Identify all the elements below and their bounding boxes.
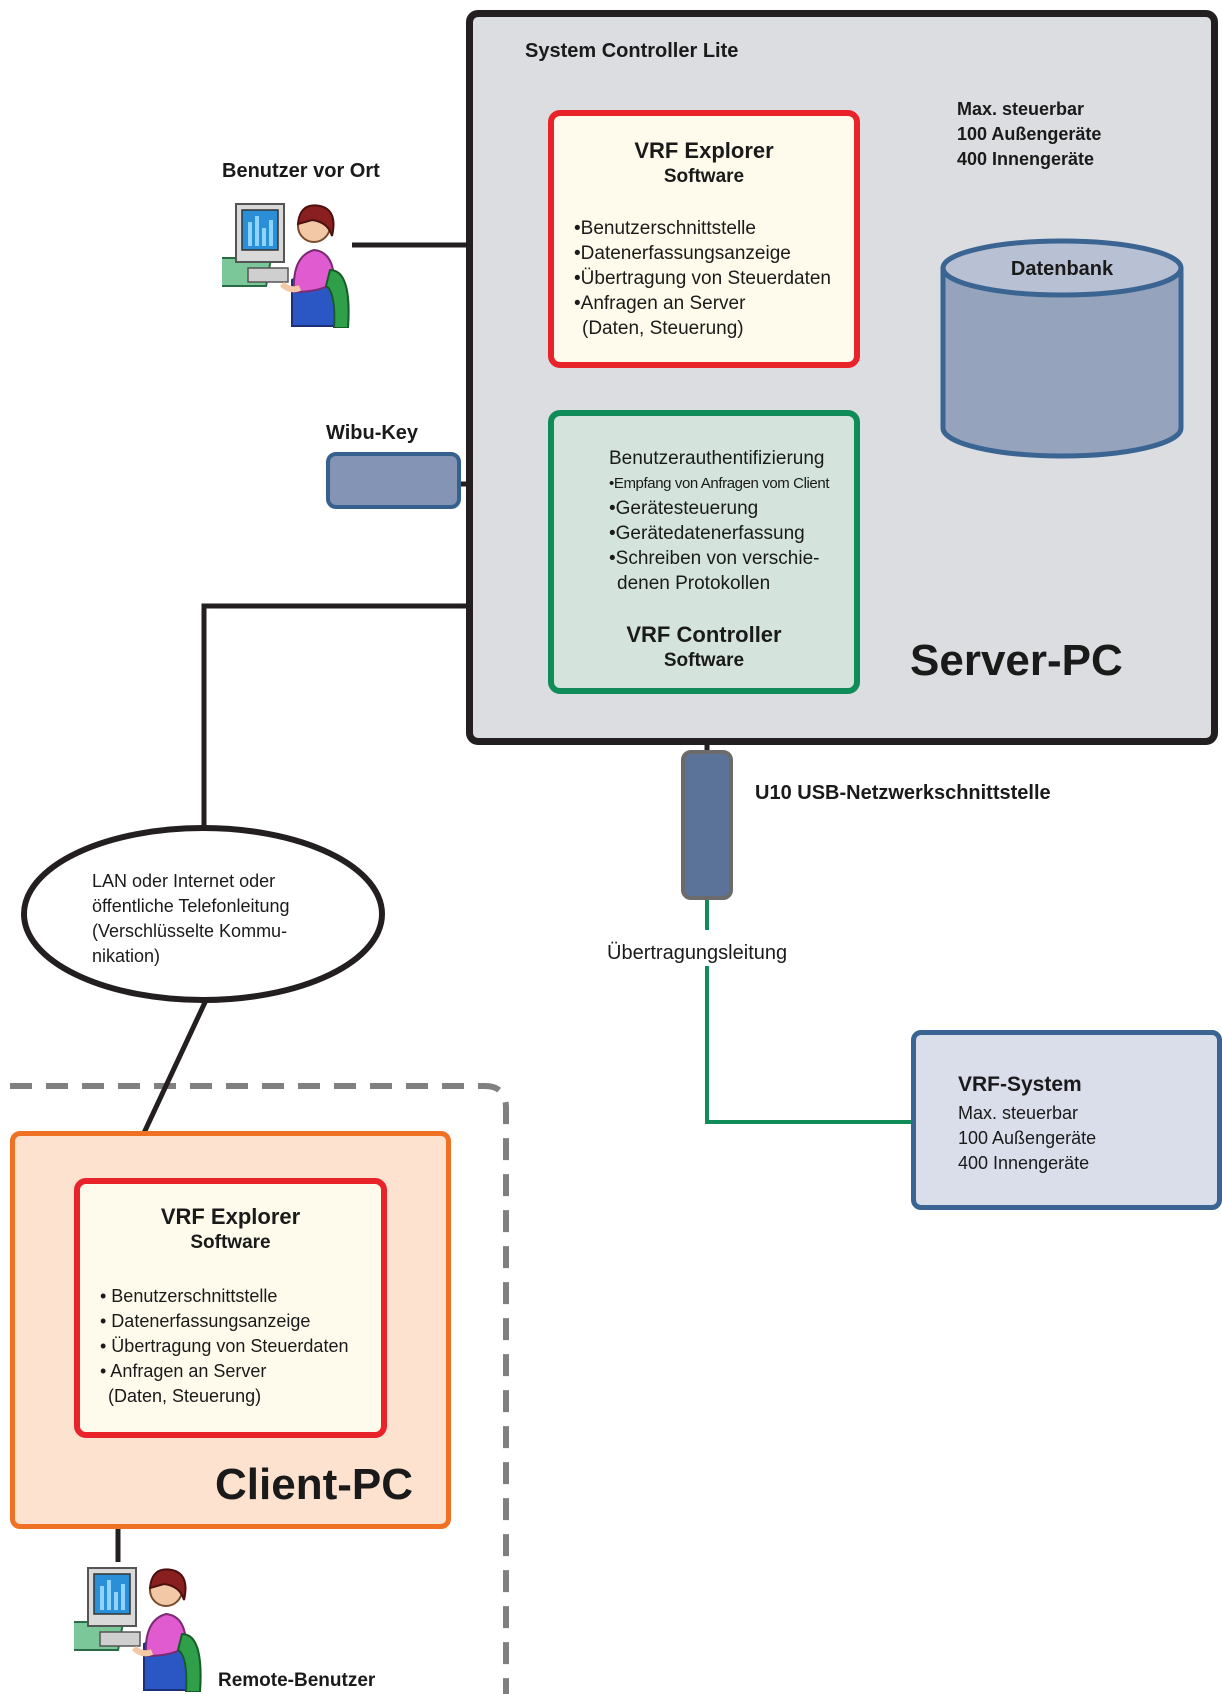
usb-label: U10 USB-Netzwerkschnittstelle <box>755 782 1051 804</box>
vrf-controller-box: Benutzerauthentifizierung •Empfang von A… <box>548 410 860 694</box>
explorer-server-title: VRF Explorer <box>634 138 774 163</box>
list-item: •Anfragen an Server <box>574 293 746 314</box>
vrf-system-box: VRF-System Max. steuerbar 100 Außengerät… <box>911 1030 1222 1210</box>
transmission-label: Übertragungsleitung <box>607 942 788 964</box>
vrf-system-capacity: Max. steuerbar 100 Außengeräte 400 Innen… <box>958 1103 1097 1173</box>
list-item: •Benutzerschnittstelle <box>574 218 756 239</box>
wibu-key-label: Wibu-Key <box>326 422 419 444</box>
list-item: •Gerätedatenerfassung <box>609 523 805 544</box>
explorer-client-subtitle: Software <box>190 1232 271 1253</box>
list-item: •Übertragung von Steuerdaten <box>574 268 831 289</box>
list-item: •Empfang von Anfragen vom Client <box>609 475 830 492</box>
list-item: denen Protokollen <box>617 573 771 594</box>
remote-area-boundary <box>10 1083 509 1694</box>
usb-interface <box>681 750 733 900</box>
list-item: • Anfragen an Server <box>100 1361 267 1381</box>
system-controller-title: System Controller Lite <box>525 40 739 62</box>
transmission-line-lower <box>705 966 913 1124</box>
list-item: (Daten, Steuerung) <box>108 1386 262 1406</box>
list-item: •Gerätesteuerung <box>609 498 759 519</box>
controller-features: Benutzerauthentifizierung •Empfang von A… <box>609 446 829 596</box>
database-label: Datenbank <box>1010 258 1114 280</box>
network-text: LAN oder Internet oder öffentliche Telef… <box>92 871 290 966</box>
list-item: • Datenerfassungsanzeige <box>100 1311 311 1331</box>
list-item: •Schreiben von verschie- <box>609 548 820 569</box>
list-item: (Daten, Steuerung) <box>582 318 744 339</box>
list-item: • Übertragung von Steuerdaten <box>100 1336 349 1356</box>
database-cylinder <box>940 238 1184 459</box>
remote-user-label: Remote-Benutzer <box>218 1670 376 1691</box>
list-item: • Benutzerschnittstelle <box>100 1286 278 1306</box>
local-user-icon <box>222 196 354 328</box>
explorer-client-title: VRF Explorer <box>160 1204 301 1229</box>
wibu-key-dongle <box>326 452 461 509</box>
explorer-client-features: • Benutzerschnittstelle • Datenerfassung… <box>100 1284 348 1409</box>
network-ellipse <box>21 825 385 1003</box>
list-item: •Datenerfassungsanzeige <box>574 243 791 264</box>
explorer-server-subtitle: Software <box>663 166 745 187</box>
controller-subtitle: Software <box>663 650 745 671</box>
server-capacity: Max. steuerbar 100 Außengeräte 400 Innen… <box>957 99 1102 169</box>
explorer-server-features: •Benutzerschnittstelle •Datenerfassungsa… <box>574 216 831 341</box>
vrf-system-title: VRF-System <box>958 1073 1082 1096</box>
client-pc-label: Client-PC <box>215 1460 413 1509</box>
server-pc-label: Server-PC <box>910 636 1123 685</box>
list-item: Benutzerauthentifizierung <box>609 448 825 469</box>
remote-user-icon <box>74 1560 206 1692</box>
local-user-label: Benutzer vor Ort <box>222 160 380 182</box>
vrf-explorer-server-box: VRF Explorer Software •Benutzerschnittst… <box>548 110 860 368</box>
network-link <box>201 603 552 830</box>
vrf-explorer-client-box: VRF Explorer Software • Benutzerschnitts… <box>74 1178 387 1438</box>
controller-title: VRF Controller <box>626 622 782 647</box>
